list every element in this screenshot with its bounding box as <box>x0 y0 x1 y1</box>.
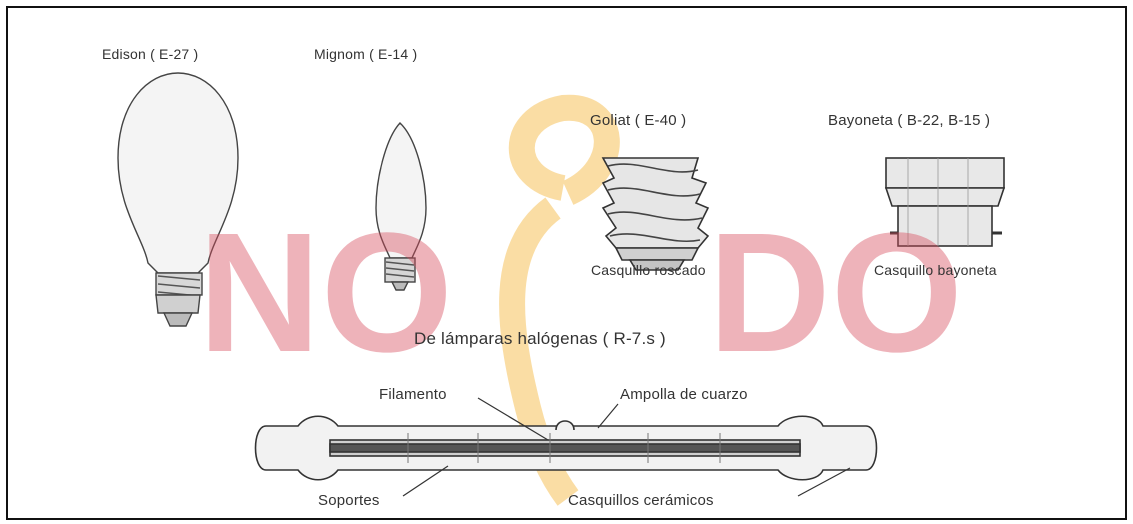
lamp-bases-illustration <box>117 72 1006 506</box>
watermark-right: DO <box>708 198 963 388</box>
soportes-label: Soportes <box>318 492 380 509</box>
mignom-label: Mignom ( E-14 ) <box>314 46 418 62</box>
edison-bulb <box>117 72 239 327</box>
bayoneta-label: Bayoneta ( B-22, B-15 ) <box>828 112 991 129</box>
casquillos-ceramicos-label: Casquillos cerámicos <box>568 492 714 509</box>
leader-lines <box>402 397 851 497</box>
diagram-frame: NO DO Edison ( E-27 ) Mignom ( E-14 ) Go… <box>6 6 1127 520</box>
casquillo-roscado-label: Casquillo roscado <box>591 262 706 278</box>
edison-label: Edison ( E-27 ) <box>102 46 199 62</box>
ampolla-label: Ampolla de cuarzo <box>620 386 748 403</box>
goliat-label: Goliat ( E-40 ) <box>590 112 687 129</box>
casquillo-bayoneta-label: Casquillo bayoneta <box>874 262 997 278</box>
mignom-bulb <box>375 122 427 291</box>
bayoneta-socket <box>884 157 1006 247</box>
halogen-tube <box>254 415 878 481</box>
goliat-socket <box>601 157 710 271</box>
halogenas-title: De lámparas halógenas ( R-7.s ) <box>414 329 666 348</box>
filamento-label: Filamento <box>379 386 447 403</box>
watermark-left: NO <box>198 198 453 388</box>
